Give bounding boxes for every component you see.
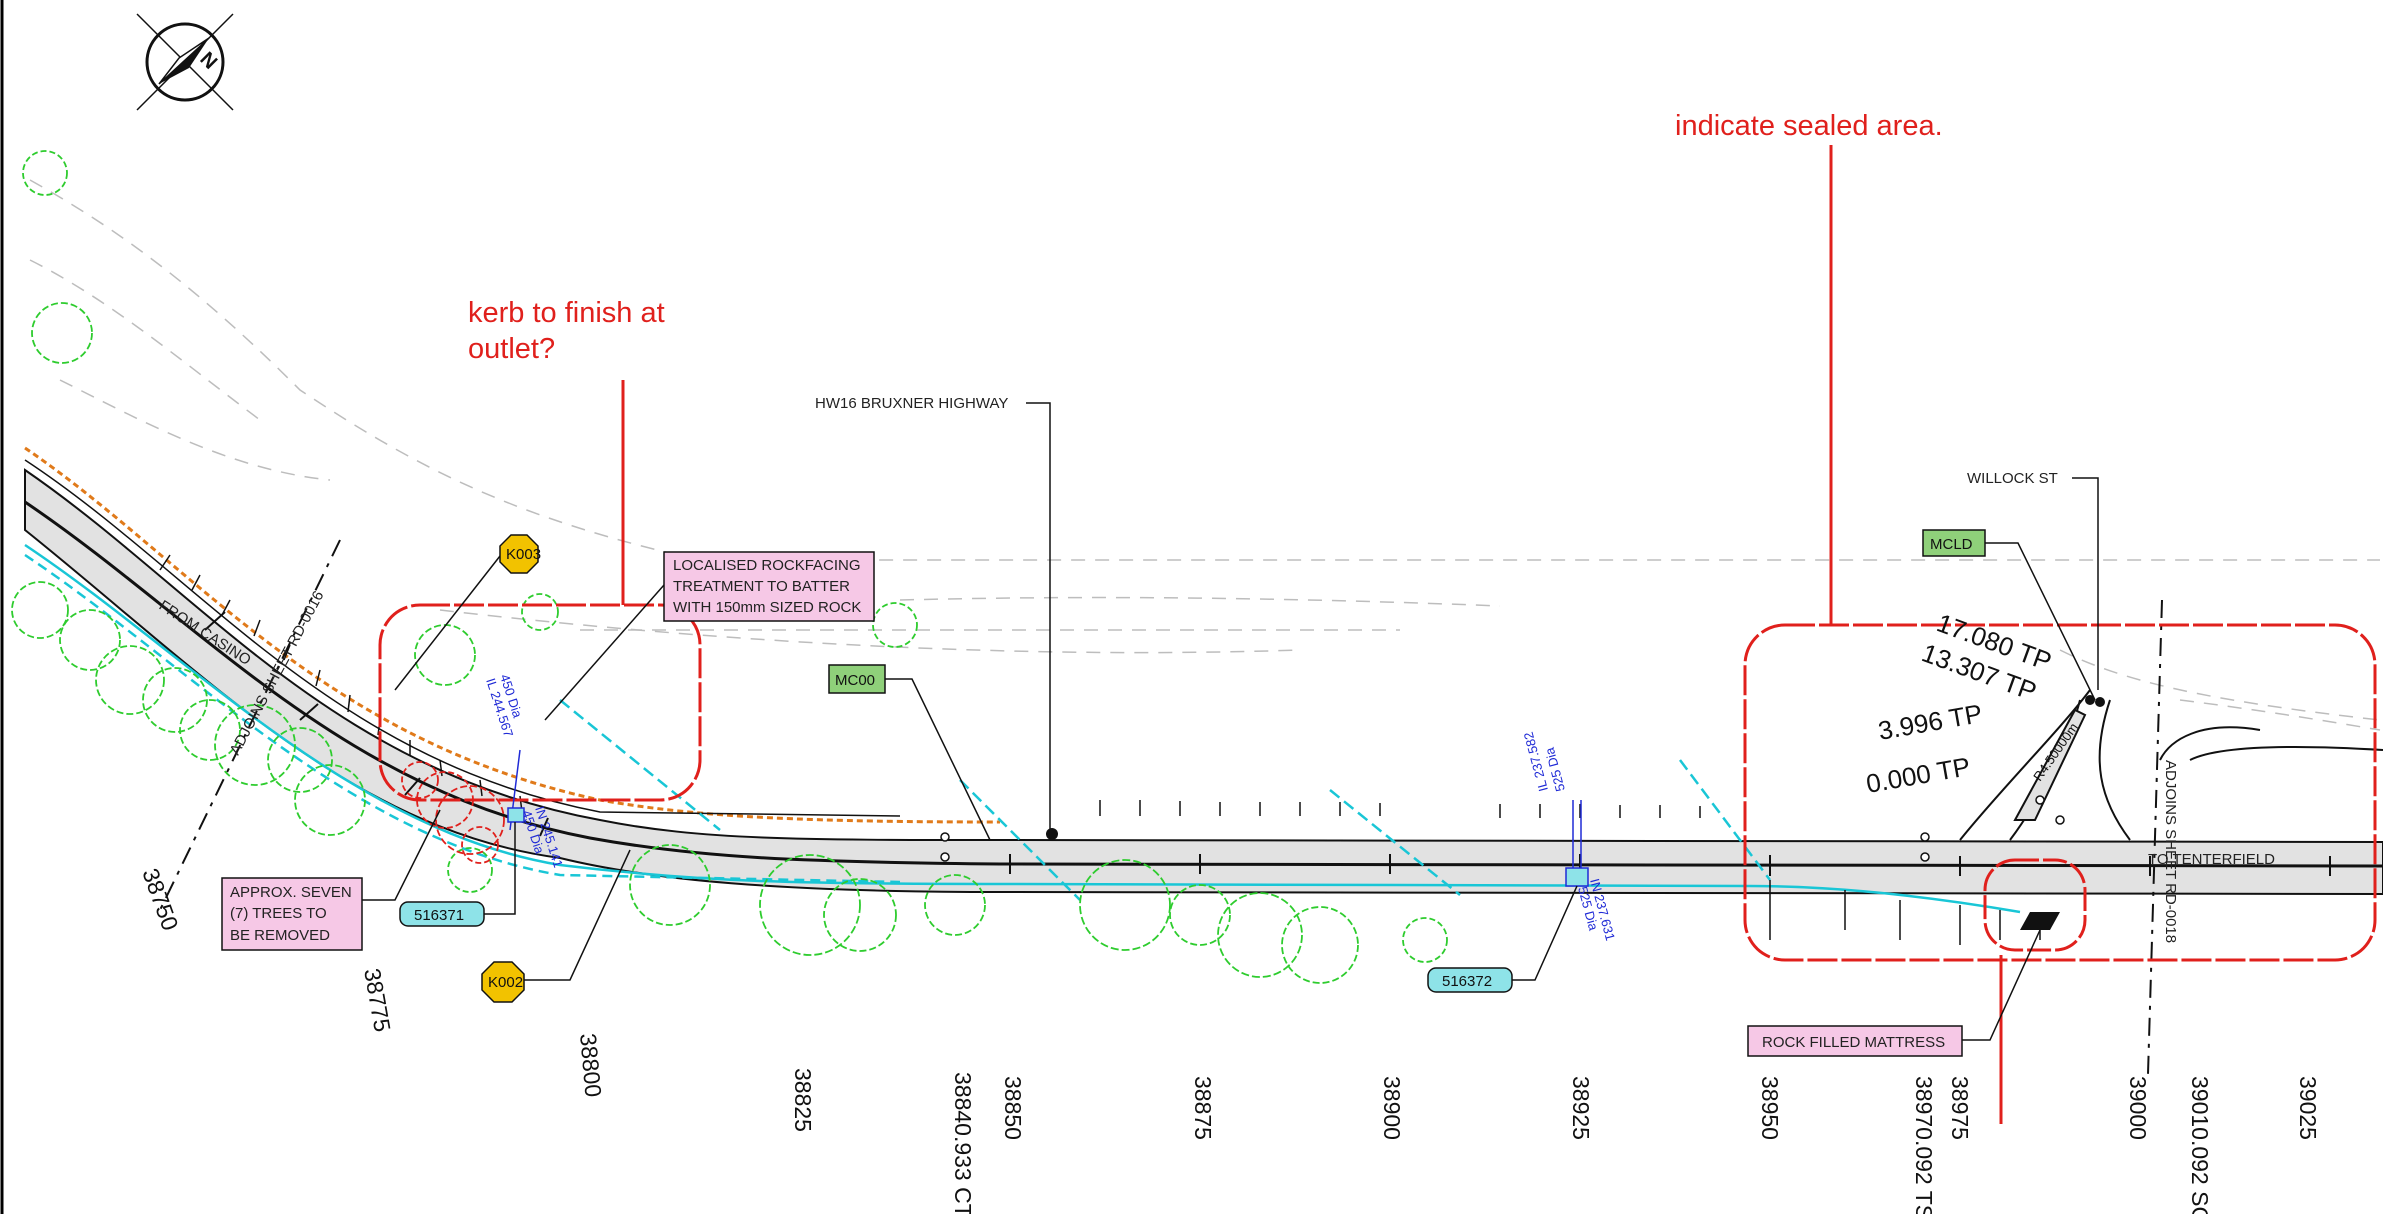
trees-line3: BE REMOVED — [230, 927, 330, 944]
trees-note: APPROX. SEVEN (7) TREES TO BE REMOVED — [221, 809, 441, 951]
chainage-38850: 38850 — [1000, 1076, 1026, 1140]
rockfacing-line3: WITH 150mm SIZED ROCK — [673, 599, 861, 616]
tp-value-3: 3.996 TP — [1876, 698, 1985, 746]
pit-516371-label: 516371 — [414, 907, 464, 924]
mattress-note: ROCK FILLED MATTRESS — [1747, 912, 2060, 1057]
kerb-edge — [24, 446, 1001, 824]
mattress-label: ROCK FILLED MATTRESS — [1762, 1034, 1945, 1051]
north-arrow-icon: N — [136, 13, 234, 111]
match-lines — [159, 539, 2163, 1075]
rockfacing-line1: LOCALISED ROCKFACING — [673, 557, 861, 574]
revision-clouds — [378, 145, 2377, 1124]
tag-pit-516371: 516371 — [399, 822, 516, 927]
pit-516372-label: 516372 — [1442, 973, 1492, 990]
willock-leader — [2072, 477, 2099, 690]
chainage-ticks — [204, 611, 2331, 876]
chainage-38900: 38900 — [1379, 1076, 1405, 1140]
chainage-38750: 38750 — [137, 865, 183, 934]
k002-label: K002 — [488, 974, 523, 991]
trees-line2: (7) TREES TO — [230, 905, 327, 922]
kerb-note-line2: outlet? — [468, 333, 555, 365]
mc00-label: MC00 — [835, 672, 875, 689]
highway-label: HW16 BRUXNER HIGHWAY — [815, 395, 1008, 412]
mcld-label: MCLD — [1930, 536, 1973, 553]
tp-value-4: 0.000 TP — [1864, 751, 1973, 799]
willock-st-road — [1959, 689, 2383, 841]
chainage-39025: 39025 — [2295, 1076, 2321, 1140]
chainage-38800: 38800 — [575, 1032, 606, 1098]
highway-leader — [1026, 402, 1051, 832]
trees-line1: APPROX. SEVEN — [230, 884, 352, 901]
k003-label: K003 — [506, 546, 541, 563]
tag-mcld: MCLD — [1922, 529, 2105, 707]
contour-lines — [29, 179, 2381, 731]
tag-k002: K002 — [481, 849, 631, 1003]
chainage-39000: 39000 — [2125, 1076, 2151, 1140]
chainage-38825: 38825 — [790, 1068, 816, 1132]
kerb-note-line1: kerb to finish at — [468, 297, 665, 329]
tag-k003: K003 — [394, 534, 541, 691]
chainage-38925: 38925 — [1568, 1076, 1594, 1140]
adjoins-right-label: ADJOINS SHEET RD-0018 — [2162, 760, 2179, 943]
chainage-38970-ts: 38970.092 TS — [1911, 1076, 1937, 1214]
chainage-38875: 38875 — [1190, 1076, 1216, 1140]
tag-pit-516372: 516372 — [1427, 885, 1578, 993]
rockfacing-note: LOCALISED ROCKFACING TREATMENT TO BATTER… — [544, 551, 875, 721]
drainage-lines — [24, 543, 2021, 914]
trees — [11, 150, 1448, 984]
to-tenterfield-label: TO TENTERFIELD — [2148, 851, 2275, 868]
tag-mc00: MC00 — [828, 664, 991, 841]
survey-marks — [940, 795, 2065, 862]
chainage-38975: 38975 — [1947, 1076, 1973, 1140]
willock-label: WILLOCK ST — [1967, 470, 2058, 487]
chainage-38950: 38950 — [1757, 1076, 1783, 1140]
sealed-area-note: indicate sealed area. — [1675, 110, 1943, 142]
culvert-pipes — [507, 749, 1589, 887]
chainage-38840-ct: 38840.933 CT — [950, 1072, 976, 1214]
chainage-39010-sc: 39010.092 SC — [2187, 1076, 2213, 1214]
highway-leader-dot — [1046, 828, 1058, 840]
chainage-38775: 38775 — [359, 966, 396, 1034]
rockfacing-line2: TREATMENT TO BATTER — [673, 578, 850, 595]
